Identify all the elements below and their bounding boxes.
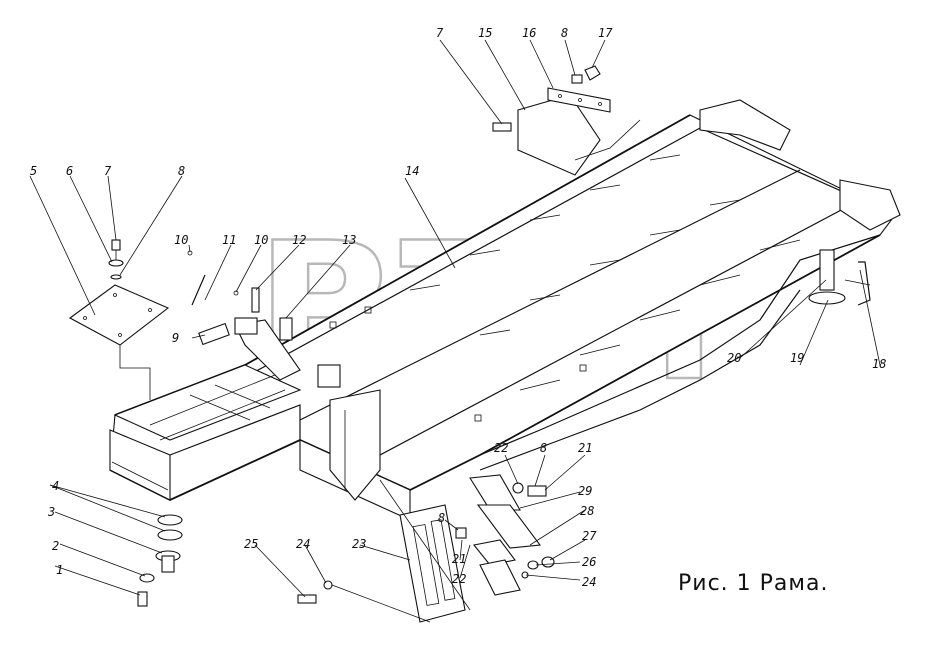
callout-11: 11: [222, 233, 236, 247]
callout-17: 17: [598, 26, 613, 40]
callout-23: 23: [352, 537, 366, 551]
callout-25: 25: [244, 537, 258, 551]
callout-leaders: [29, 39, 881, 598]
callout-19: 19: [790, 351, 804, 365]
callout-labels: 1 2 3 4 5 6 7 8 9 10 11 10 12 13 14 7 15…: [30, 26, 886, 589]
callout-10-left: 10: [174, 233, 188, 247]
callout-8-front: 8: [178, 164, 185, 178]
callout-8-upper: 8: [540, 441, 547, 455]
callout-14: 14: [405, 164, 419, 178]
figure-caption: Рис. 1 Рама.: [678, 571, 828, 596]
callout-16: 16: [522, 26, 536, 40]
callout-7-rear: 7: [436, 26, 444, 40]
callout-4: 4: [52, 479, 59, 493]
callout-21-upper: 21: [578, 441, 592, 455]
hinge-parts: [187, 250, 341, 388]
mudflap-assembly: [492, 65, 641, 176]
callout-27: 27: [582, 529, 597, 543]
callout-22-upper: 22: [494, 441, 508, 455]
callout-15: 15: [478, 26, 492, 40]
callout-21-lower: 21: [452, 552, 466, 566]
main-frame-drawing: [109, 99, 901, 521]
callout-13: 13: [342, 233, 356, 247]
callout-12: 12: [292, 233, 306, 247]
callout-6: 6: [66, 164, 73, 178]
callout-1: 1: [56, 563, 63, 577]
front-plate-assembly: [68, 239, 170, 400]
callout-9: 9: [172, 331, 179, 345]
callout-2: 2: [52, 539, 59, 553]
callout-5: 5: [30, 164, 37, 178]
callout-29: 29: [578, 484, 592, 498]
callout-8-lower: 8: [438, 511, 445, 525]
callout-24-right: 24: [582, 575, 596, 589]
callout-22-lower: 22: [452, 572, 466, 586]
callout-3: 3: [47, 505, 55, 519]
callout-20: 20: [727, 351, 741, 365]
callout-18: 18: [872, 357, 886, 371]
callout-24-left: 24: [296, 537, 310, 551]
support-foot-parts: [137, 514, 183, 607]
callout-7-front: 7: [104, 164, 112, 178]
callout-10-right: 10: [254, 233, 268, 247]
callout-28: 28: [580, 504, 594, 518]
support-jack-assembly: [808, 249, 871, 306]
callout-26: 26: [582, 555, 596, 569]
callout-8-rear: 8: [561, 26, 568, 40]
lower-bracket-parts: [297, 474, 555, 623]
